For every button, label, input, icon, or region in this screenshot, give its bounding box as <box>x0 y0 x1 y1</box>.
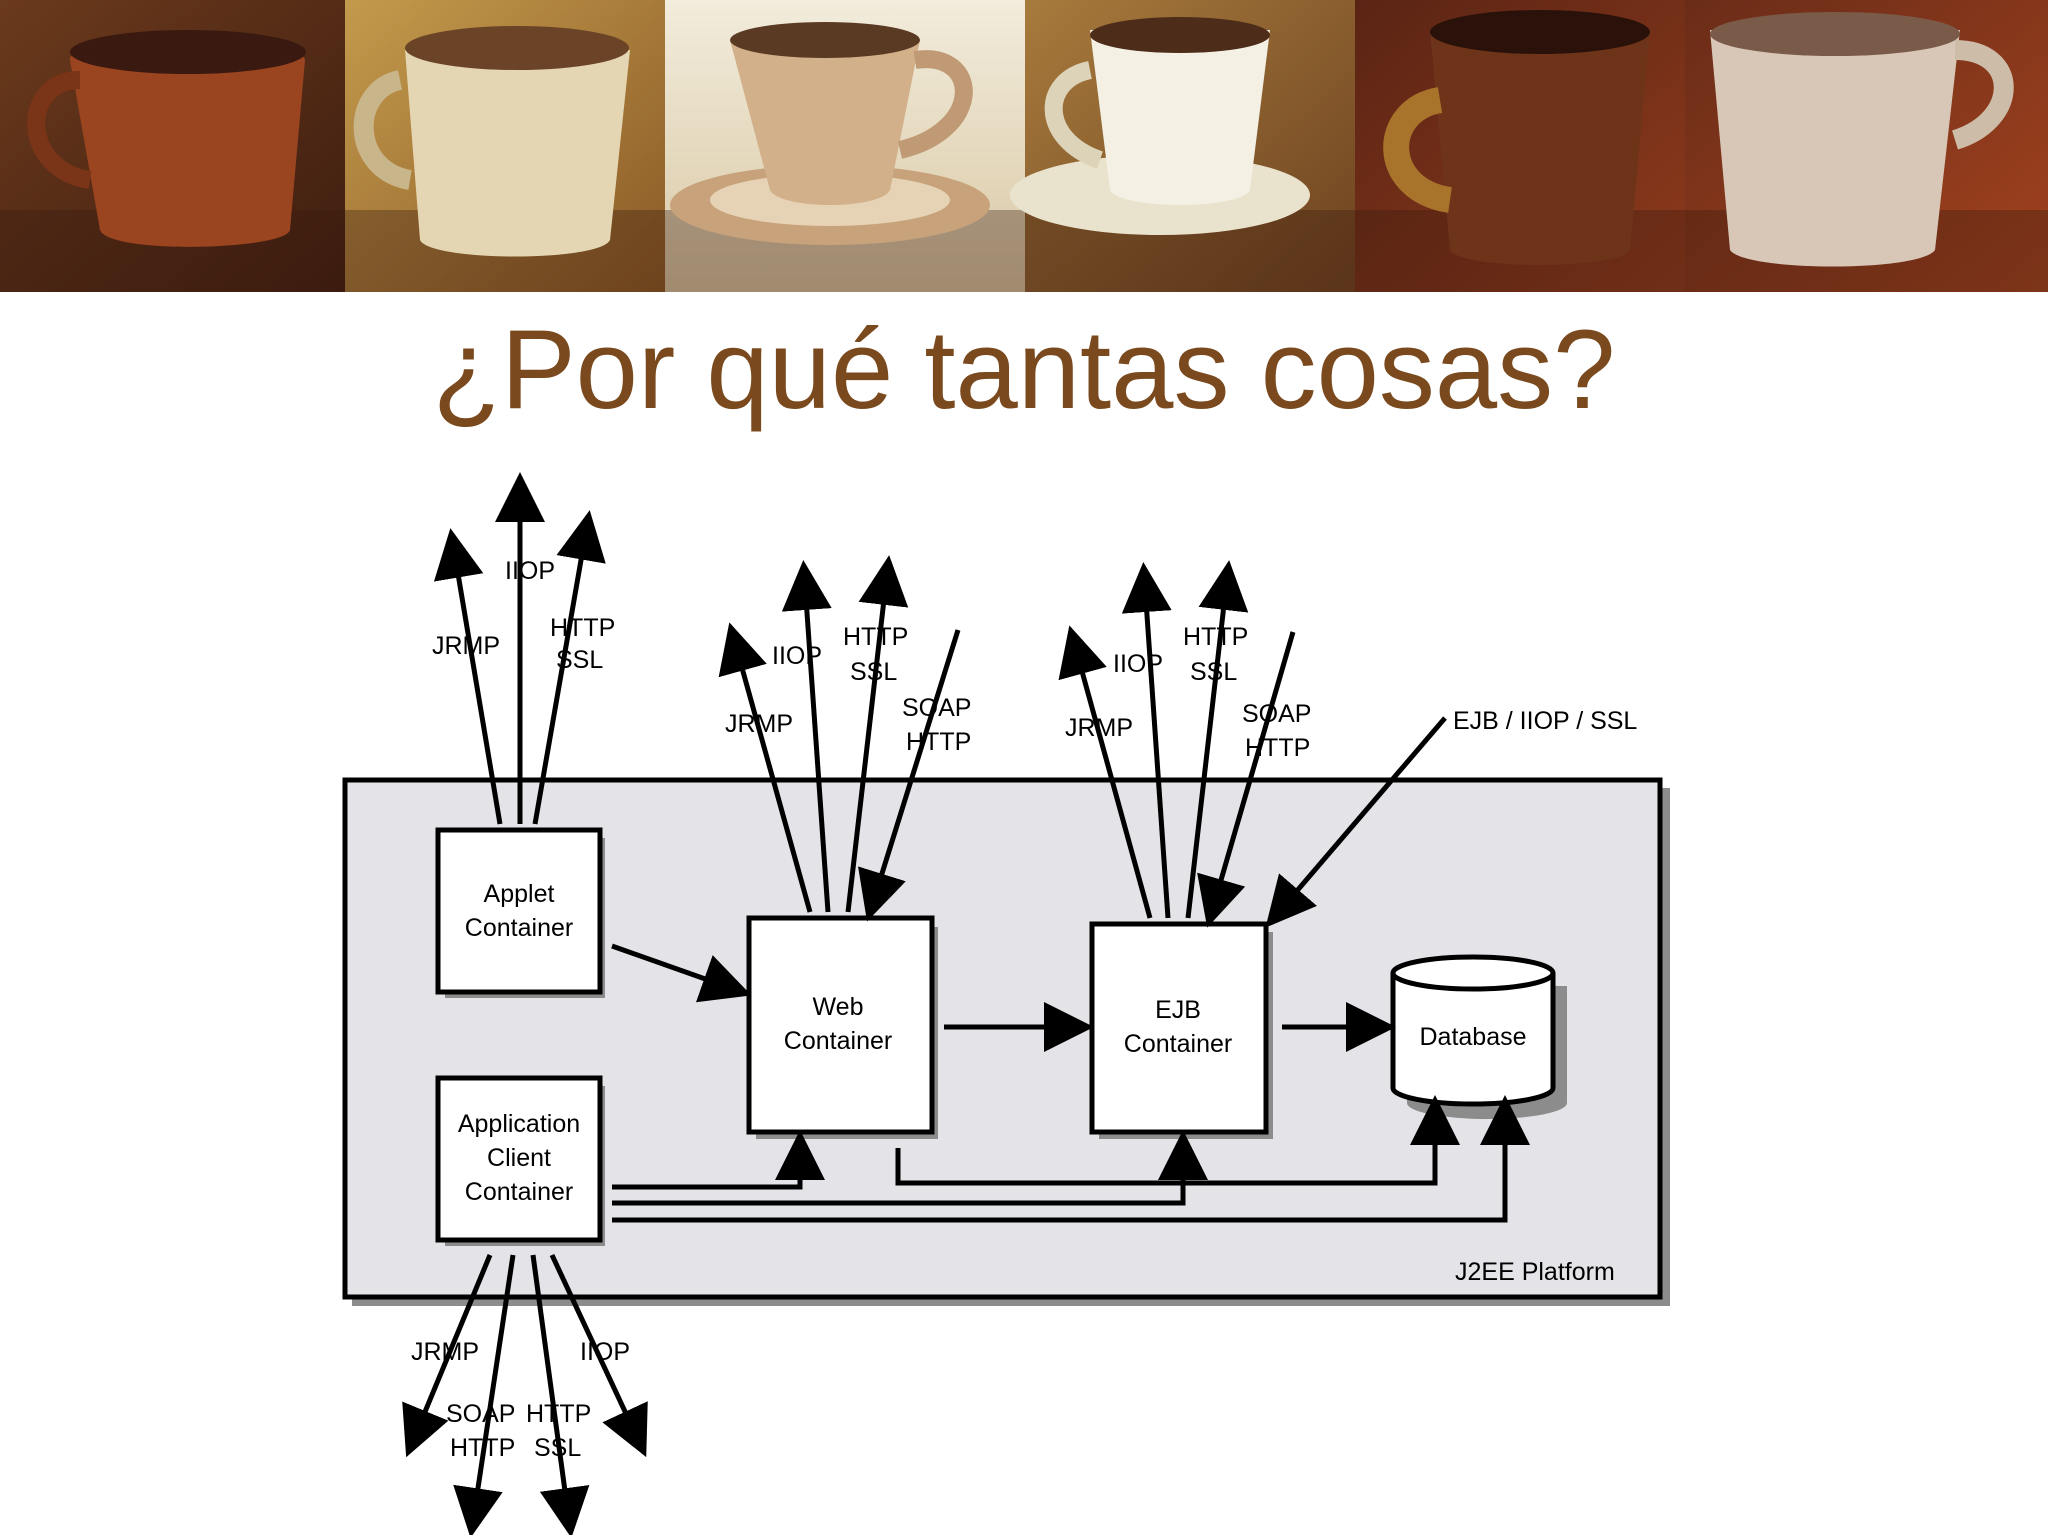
applet-container-label: Container <box>465 914 573 942</box>
web-to-database-line <box>895 1095 1460 1186</box>
client-to-web-line <box>612 1130 825 1190</box>
app-client-container-label: Client <box>487 1144 551 1172</box>
ejb-container: EJB Container <box>1089 921 1273 1139</box>
protocol-label: JRMP <box>725 710 793 738</box>
protocol-label: HTTP <box>1245 734 1310 762</box>
applet-container-label: Applet <box>484 880 555 908</box>
database-label: Database <box>1419 1023 1526 1051</box>
ejb-container-label: EJB <box>1155 996 1201 1024</box>
protocol-labels: IIOP JRMP HTTP SSL IIOP HTTP SSL JRMP SO… <box>411 557 1637 1462</box>
protocol-label: IIOP <box>1113 650 1163 678</box>
protocol-label: JRMP <box>432 632 500 660</box>
client-to-ejb-line <box>612 1130 1208 1206</box>
protocol-label: IIOP <box>580 1338 630 1366</box>
internal-connections <box>611 943 1530 1223</box>
slide-title: ¿Por qué tantas cosas? <box>432 307 1616 432</box>
protocol-label: HTTP <box>1183 623 1248 651</box>
cup-icon <box>27 30 306 247</box>
app-client-container-label: Container <box>465 1178 573 1206</box>
application-client-container: Application Client Container <box>435 1075 605 1246</box>
protocol-label: EJB / IIOP / SSL <box>1453 707 1637 735</box>
app-client-container-label: Application <box>458 1110 580 1138</box>
ejb-container-label: Container <box>1124 1030 1232 1058</box>
web-container-label: Web <box>813 993 864 1021</box>
cup-icon <box>670 22 990 245</box>
protocol-label: SSL <box>534 1434 581 1462</box>
database-cylinder: Database <box>1390 954 1567 1119</box>
external-protocol-arrows <box>402 472 1447 1535</box>
protocol-label: JRMP <box>411 1338 479 1366</box>
applet-to-web-arrow <box>611 943 752 1003</box>
applet-container: Applet Container <box>435 827 605 998</box>
protocol-label: JRMP <box>1065 714 1133 742</box>
protocol-label: SOAP <box>446 1400 515 1428</box>
platform-label: J2EE Platform <box>1455 1258 1615 1286</box>
protocol-label: SSL <box>1190 658 1237 686</box>
protocol-label: HTTP <box>550 614 615 642</box>
protocol-label: IIOP <box>505 557 555 585</box>
cup-icon <box>1383 10 1650 265</box>
protocol-label: SSL <box>850 658 897 686</box>
client-to-database-line <box>612 1095 1530 1223</box>
protocol-label: SSL <box>556 646 603 674</box>
web-container-label: Container <box>784 1027 892 1055</box>
protocol-label: SOAP <box>1242 700 1311 728</box>
coffee-cups-banner <box>0 0 2048 292</box>
cup-icon <box>1010 17 1310 235</box>
protocol-label: HTTP <box>843 623 908 651</box>
protocol-label: HTTP <box>906 728 971 756</box>
protocol-label: HTTP <box>450 1434 515 1462</box>
cup-icon <box>353 26 630 257</box>
protocol-label: HTTP <box>526 1400 591 1428</box>
web-container: Web Container <box>746 915 938 1139</box>
cup-icon <box>1710 12 2014 267</box>
protocol-label: SOAP <box>902 694 971 722</box>
protocol-label: IIOP <box>772 642 822 670</box>
